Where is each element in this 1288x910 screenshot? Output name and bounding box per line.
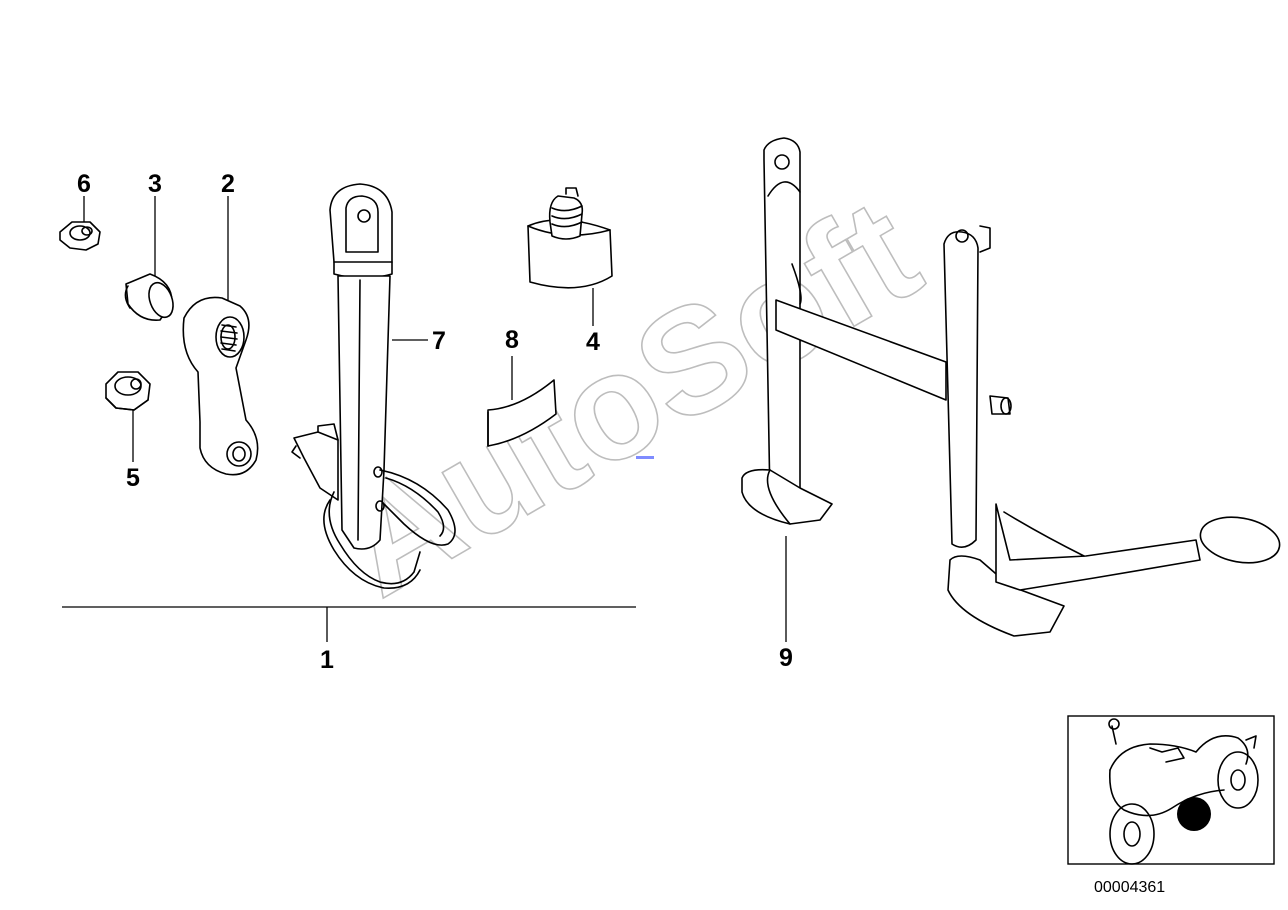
- watermark: AutoSoft: [311, 165, 945, 629]
- part-3-bushing[interactable]: [124, 273, 177, 321]
- part-7-side-stand[interactable]: [291, 183, 456, 589]
- callout-6: 6: [77, 170, 91, 198]
- callout-labels: 6 3 2 5 7 8 4 9 1: [77, 170, 793, 674]
- part-4-buffer[interactable]: [527, 187, 613, 289]
- callout-9: 9: [779, 644, 793, 672]
- locator-thumbnail: [1067, 715, 1275, 865]
- callout-1: 1: [320, 646, 334, 674]
- part-6-nut[interactable]: [59, 221, 101, 251]
- callout-3: 3: [148, 170, 162, 198]
- callout-4: 4: [586, 328, 600, 356]
- callout-2: 2: [221, 170, 235, 198]
- document-number: 00004361: [1094, 879, 1165, 896]
- part-5-nut[interactable]: [105, 371, 151, 411]
- motorcycle-silhouette-icon: [1108, 718, 1259, 865]
- leader-lines: [62, 196, 787, 642]
- part-9-center-stand[interactable]: [741, 137, 1283, 637]
- part-8-pad[interactable]: [487, 379, 557, 447]
- callout-5: 5: [126, 464, 140, 492]
- accent-mark: [636, 456, 654, 459]
- watermark-text: AutoSoft: [312, 166, 944, 628]
- part-2-lever[interactable]: [182, 296, 259, 476]
- callout-7: 7: [432, 327, 446, 355]
- callout-8: 8: [505, 326, 519, 354]
- location-marker: [1177, 797, 1211, 831]
